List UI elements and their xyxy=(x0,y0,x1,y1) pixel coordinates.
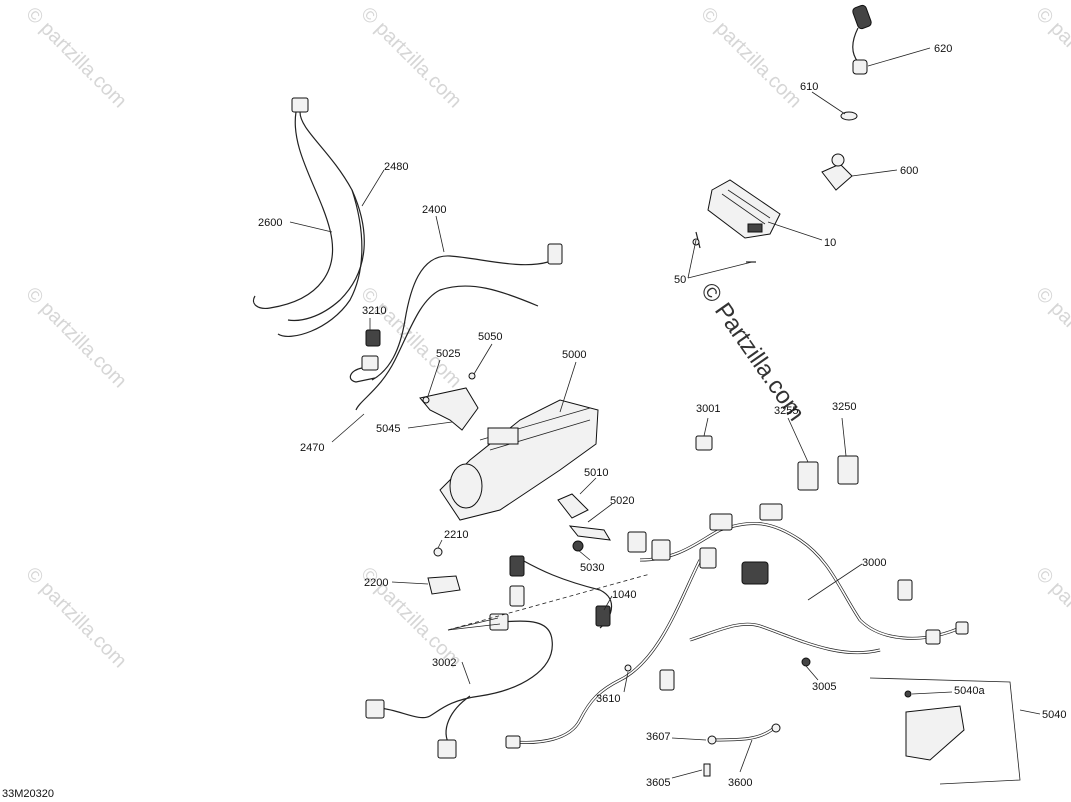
callout-10[interactable]: 10 xyxy=(824,237,836,249)
callout-3005[interactable]: 3005 xyxy=(812,681,836,693)
callout-2480[interactable]: 2480 xyxy=(384,161,408,173)
part-5030-nut[interactable] xyxy=(572,540,584,552)
part-5000-ecu[interactable] xyxy=(439,399,599,521)
part-5045-bracket[interactable] xyxy=(419,387,479,431)
part-3600-ground-cable[interactable] xyxy=(707,723,781,745)
part-10-control-module[interactable] xyxy=(707,179,781,239)
callout-2200[interactable]: 2200 xyxy=(364,577,388,589)
callout-labels: 620 610 600 10 50 2480 2600 2400 3210 50… xyxy=(258,43,1066,789)
part-3005-nut[interactable] xyxy=(801,657,811,667)
part-3250-switch[interactable] xyxy=(837,455,859,485)
part-50-screws[interactable] xyxy=(692,231,756,263)
watermark-text: © partzilla.com xyxy=(356,3,465,112)
callout-3255[interactable]: 3255 xyxy=(774,405,798,417)
part-5040-bracket[interactable] xyxy=(869,677,1021,785)
callout-600[interactable]: 600 xyxy=(900,165,918,177)
callout-3001[interactable]: 3001 xyxy=(696,403,720,415)
callout-5050[interactable]: 5050 xyxy=(478,331,502,343)
callout-50[interactable]: 50 xyxy=(674,274,686,286)
harness-3002[interactable] xyxy=(365,613,553,759)
harness-3000-main[interactable] xyxy=(505,503,969,749)
callout-2210[interactable]: 2210 xyxy=(444,529,468,541)
callout-3610[interactable]: 3610 xyxy=(596,693,620,705)
part-620[interactable] xyxy=(852,4,873,75)
watermark-text: © partzilla.com xyxy=(21,283,130,392)
watermark-text: © partzilla.com xyxy=(1031,3,1071,112)
callout-610[interactable]: 610 xyxy=(800,81,818,93)
part-2200-sensor[interactable] xyxy=(427,575,461,595)
callout-3600[interactable]: 3600 xyxy=(728,777,752,789)
callout-5040a[interactable]: 5040a xyxy=(954,685,985,697)
leader-lines xyxy=(289,47,1041,779)
watermark-text: © partzilla.com xyxy=(696,3,805,112)
callout-5040[interactable]: 5040 xyxy=(1042,709,1066,721)
callout-3002[interactable]: 3002 xyxy=(432,657,456,669)
part-2210-bolt[interactable] xyxy=(433,547,443,557)
part-600[interactable] xyxy=(821,153,853,191)
callout-3250[interactable]: 3250 xyxy=(832,401,856,413)
callout-5045[interactable]: 5045 xyxy=(376,423,400,435)
dashed-reference-lines xyxy=(447,573,651,631)
part-3001-relay[interactable] xyxy=(695,435,713,451)
part-3605-bolt[interactable] xyxy=(703,763,711,777)
callout-5000[interactable]: 5000 xyxy=(562,349,586,361)
watermark-text: © partzilla.com xyxy=(1031,283,1071,392)
part-3610-screw[interactable] xyxy=(624,664,632,672)
callout-2470[interactable]: 2470 xyxy=(300,442,324,454)
part-3255-switch[interactable] xyxy=(797,461,819,491)
callout-1040[interactable]: 1040 xyxy=(612,589,636,601)
callout-5010[interactable]: 5010 xyxy=(584,467,608,479)
harness-1040[interactable] xyxy=(509,555,613,629)
callout-2400[interactable]: 2400 xyxy=(422,204,446,216)
watermark-text: © partzilla.com xyxy=(1031,563,1071,672)
watermark-text: © partzilla.com xyxy=(21,563,130,672)
part-3210[interactable] xyxy=(349,329,381,383)
watermark-text: © partzilla.com xyxy=(21,3,130,112)
callout-2600[interactable]: 2600 xyxy=(258,217,282,229)
callout-5030[interactable]: 5030 xyxy=(580,562,604,574)
callout-3210[interactable]: 3210 xyxy=(362,305,386,317)
part-5020-strap[interactable] xyxy=(568,525,611,541)
callout-3605[interactable]: 3605 xyxy=(646,777,670,789)
callout-5025[interactable]: 5025 xyxy=(436,348,460,360)
part-5025-5050-screws[interactable] xyxy=(422,372,476,404)
part-5010-clip[interactable] xyxy=(557,493,589,519)
harness-2400[interactable] xyxy=(355,243,563,411)
callout-3607[interactable]: 3607 xyxy=(646,731,670,743)
diagram-reference-code: 33M20320 xyxy=(2,788,54,800)
callout-5020[interactable]: 5020 xyxy=(610,495,634,507)
harness-2600-2480[interactable] xyxy=(252,97,365,338)
callout-620[interactable]: 620 xyxy=(934,43,952,55)
callout-3000[interactable]: 3000 xyxy=(862,557,886,569)
